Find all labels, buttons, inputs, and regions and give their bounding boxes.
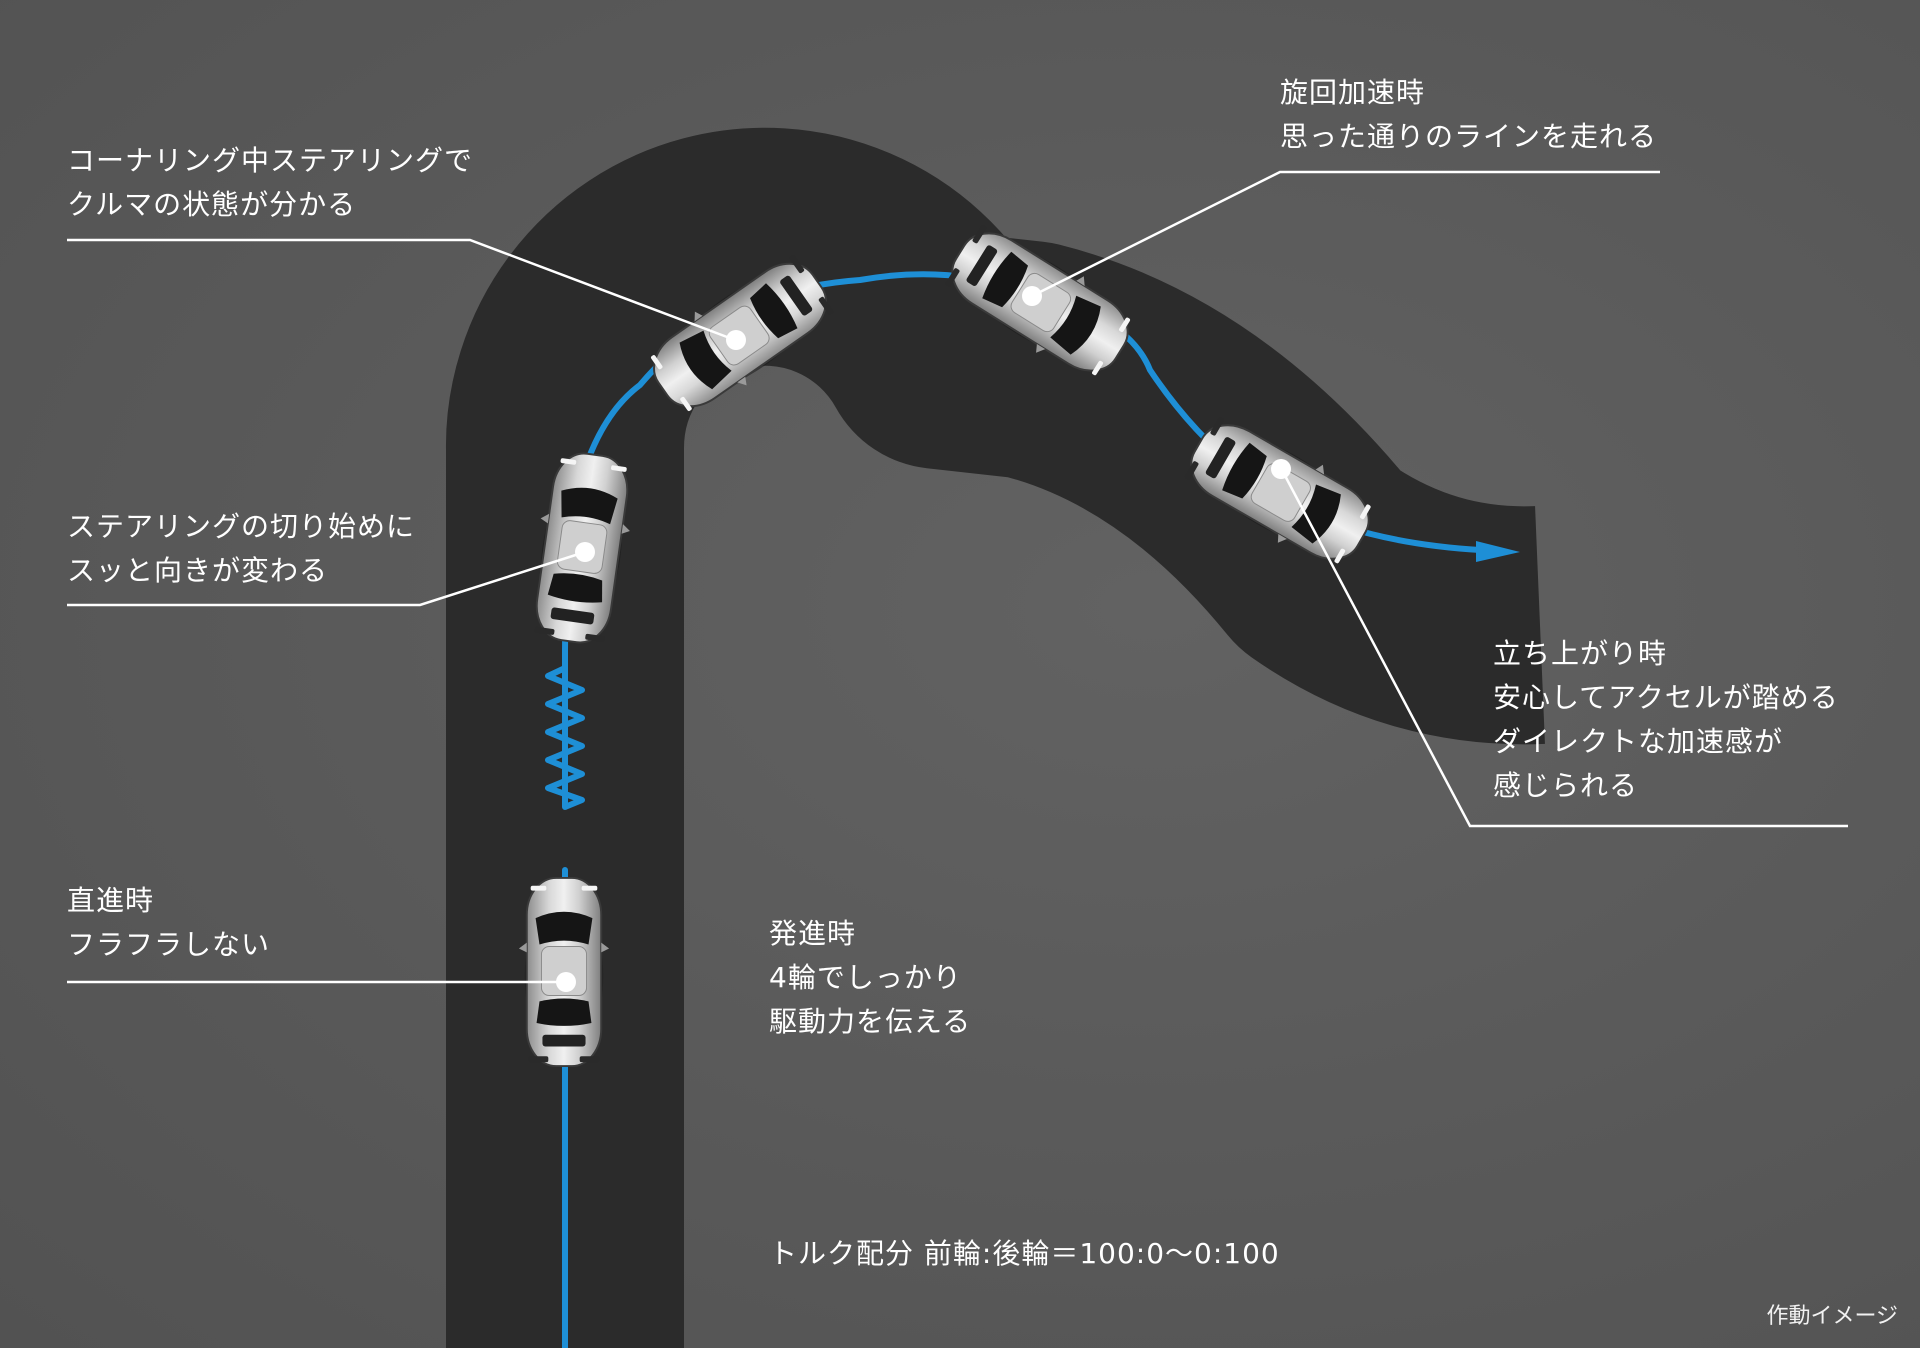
leader-line-cornering xyxy=(67,238,736,342)
anchor-dot xyxy=(575,542,595,562)
callout-line: 安心してアクセルが踏める xyxy=(1493,681,1839,714)
arrow-icon xyxy=(1476,541,1520,562)
callout-line: 駆動力を伝える xyxy=(769,1005,972,1038)
callout-line: コーナリング中ステアリングで xyxy=(67,144,474,177)
callout-exit: 立ち上がり時 安心してアクセルが踏める ダイレクトな加速感が 感じられる xyxy=(1493,632,1839,808)
torque-distribution: トルク配分 前輪:後輪＝100:0〜0:100 xyxy=(769,1237,1280,1270)
callout-line: フラフラしない xyxy=(67,928,271,961)
callout-turn-in: ステアリングの切り始めに スッと向きが変わる xyxy=(67,505,415,593)
callout-line: 発進時 xyxy=(769,917,857,950)
footnote: 作動イメージ xyxy=(1766,1304,1898,1329)
callout-line: 旋回加速時 xyxy=(1280,76,1426,109)
anchor-dot xyxy=(556,972,576,992)
callout-turn-accel: 旋回加速時 思った通りのラインを走れる xyxy=(1280,71,1657,159)
callout-straight: 直進時 フラフラしない xyxy=(67,879,270,967)
leader-line-turn-in xyxy=(67,550,586,607)
callout-line: 思った通りのラインを走れる xyxy=(1280,120,1658,153)
leader-line-exit xyxy=(1280,469,1848,828)
callout-line: 4輪でしっかり xyxy=(769,961,962,994)
car-icon xyxy=(517,876,611,1068)
callout-launch: 発進時 4輪でしっかり 駆動力を伝える xyxy=(769,912,971,1044)
road xyxy=(446,127,1545,1348)
spring-icon xyxy=(545,650,585,810)
anchor-dot xyxy=(1022,286,1042,306)
callout-line: クルマの状態が分かる xyxy=(67,188,357,221)
callout-line: 直進時 xyxy=(67,884,155,917)
anchor-dot xyxy=(726,330,746,350)
callout-line: ダイレクトな加速感が xyxy=(1493,725,1784,758)
callout-line: 感じられる xyxy=(1493,769,1639,802)
callout-line: ステアリングの切り始めに xyxy=(67,510,416,543)
anchor-dot xyxy=(1271,459,1291,479)
callout-cornering: コーナリング中ステアリングで クルマの状態が分かる xyxy=(67,139,473,227)
leader-line-turn-accel xyxy=(1031,170,1660,298)
callout-line: 立ち上がり時 xyxy=(1493,637,1668,670)
callout-line: スッと向きが変わる xyxy=(67,554,329,587)
